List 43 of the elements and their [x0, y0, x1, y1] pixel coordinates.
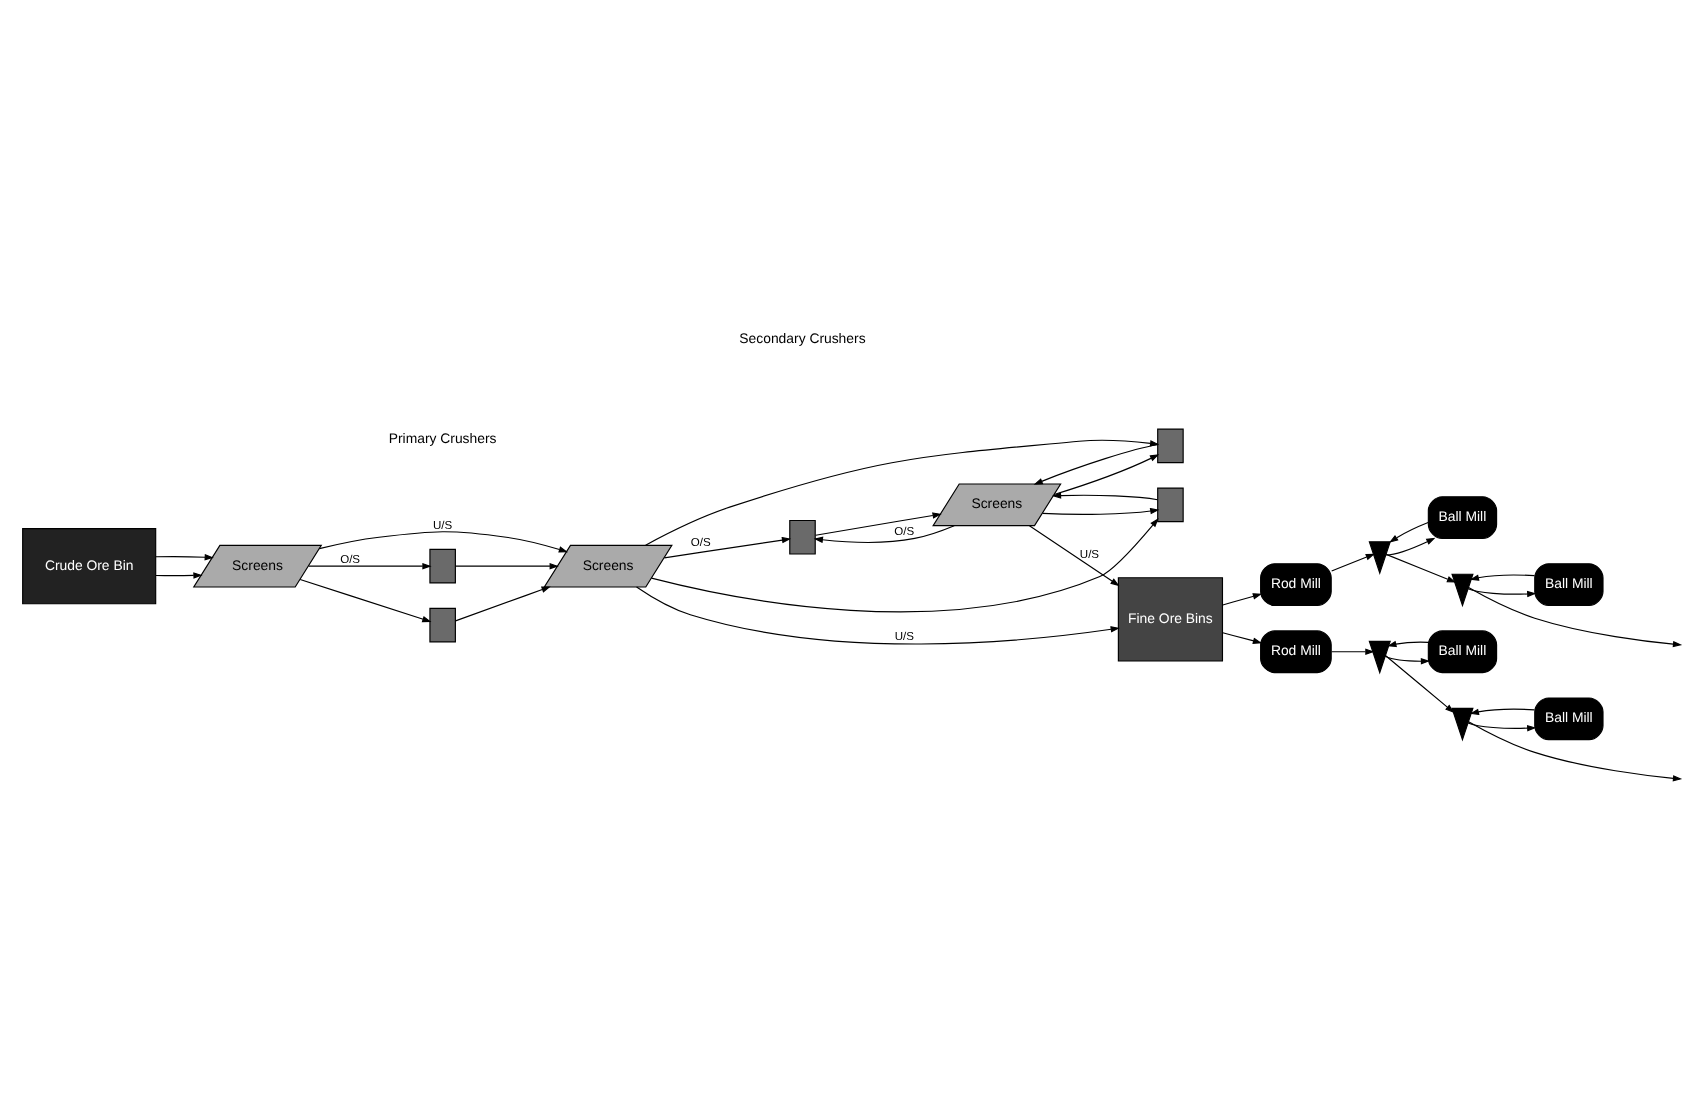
arrow	[663, 536, 792, 559]
arrow	[1331, 648, 1375, 655]
arrow	[1384, 655, 1431, 665]
node-box	[1157, 428, 1184, 464]
arrow	[454, 562, 559, 570]
arrow	[1467, 588, 1537, 598]
arrow	[1051, 492, 1159, 501]
arrow	[155, 554, 214, 561]
node-box	[429, 548, 456, 584]
node-box	[429, 607, 456, 643]
arrow	[1053, 454, 1160, 496]
arrow	[155, 572, 203, 579]
arrow	[1385, 655, 1455, 713]
arrow	[1222, 593, 1263, 606]
node-box	[789, 519, 816, 555]
arrow	[1385, 553, 1457, 583]
arrow	[1468, 721, 1683, 782]
arrow	[1467, 722, 1537, 732]
arrow	[299, 578, 432, 623]
node-cone	[1451, 573, 1474, 608]
arrow	[1028, 525, 1120, 587]
arrow	[1042, 507, 1160, 515]
arrow	[650, 518, 1159, 613]
arrow	[815, 512, 942, 536]
arrow	[1389, 521, 1429, 543]
arrow	[813, 525, 955, 544]
arrow	[1468, 586, 1683, 648]
node-cone	[1368, 541, 1391, 575]
node-cone	[1451, 707, 1474, 742]
arrow	[1222, 632, 1263, 644]
arrow	[1331, 553, 1375, 572]
node-cone	[1368, 640, 1391, 675]
node-box	[1157, 487, 1184, 523]
arrow	[1469, 708, 1536, 715]
arrow	[308, 562, 432, 570]
arrow	[645, 439, 1160, 546]
arrow	[1033, 444, 1158, 485]
arrow	[1469, 574, 1536, 581]
arrow	[1385, 537, 1436, 556]
arrow	[635, 586, 1120, 645]
arrow	[454, 586, 551, 622]
arrow	[1387, 640, 1429, 648]
arrow	[318, 531, 569, 553]
